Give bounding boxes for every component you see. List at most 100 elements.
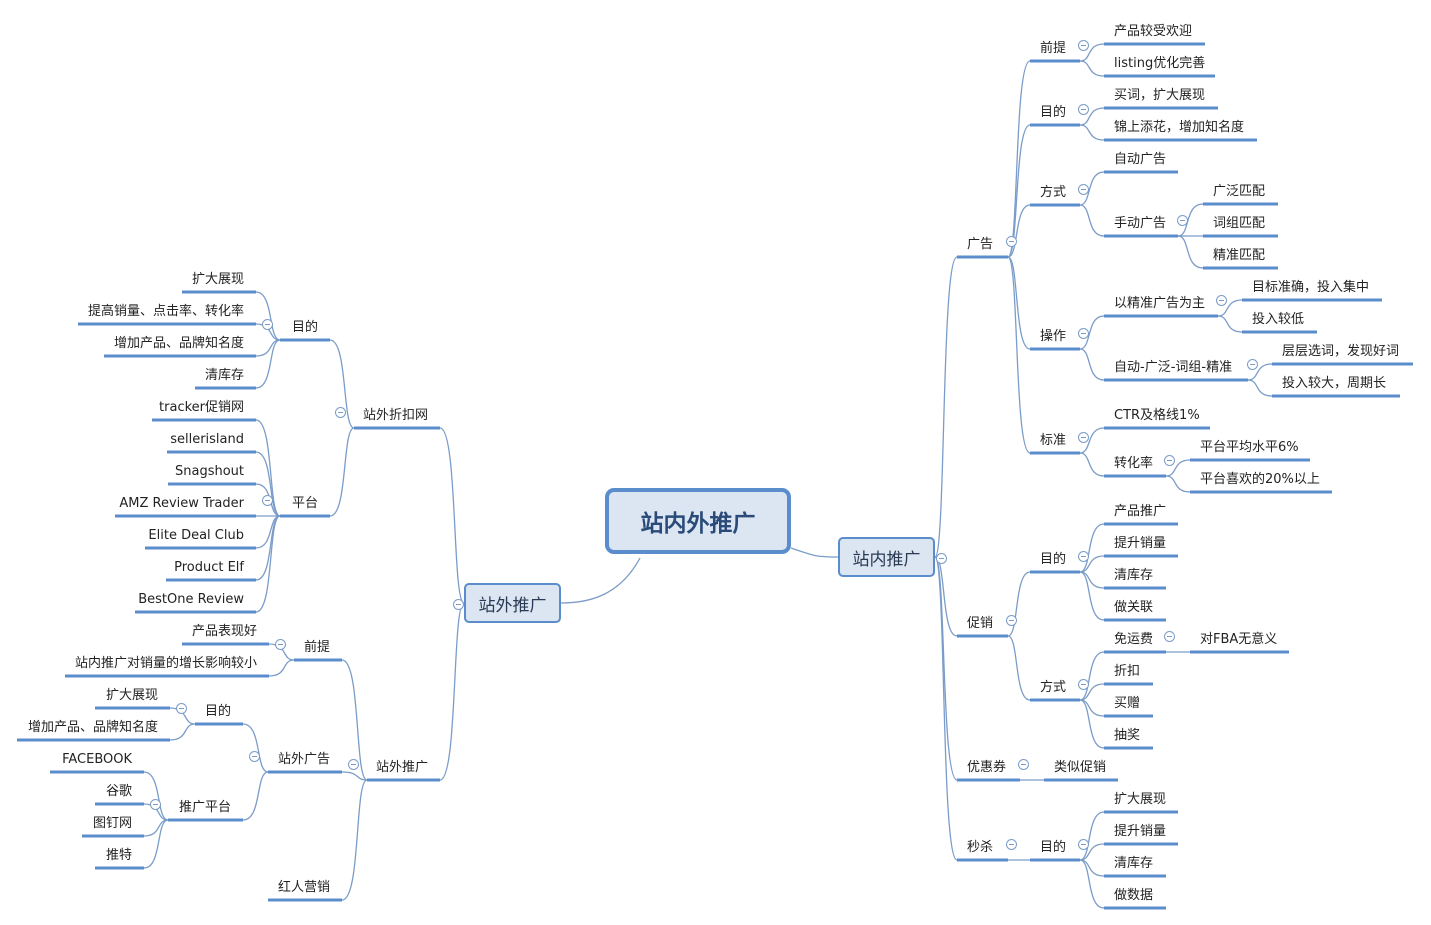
topic-label[interactable]: 扩大展现 [191,272,244,287]
topic-label[interactable]: FACEBOOK [62,752,132,767]
topic-label[interactable]: 推广平台 [178,800,231,815]
collapse-toggle-icon[interactable] [1078,679,1089,690]
topic-label[interactable]: 广告 [967,237,994,252]
root-node[interactable]: 站内外推广 [605,488,791,554]
topic-label[interactable]: 抽奖 [1114,728,1141,743]
collapse-toggle-icon[interactable] [1006,236,1017,247]
topic-label[interactable]: 类似促销 [1054,760,1107,775]
collapse-toggle-icon[interactable] [1078,328,1089,339]
topic-label[interactable]: 平台 [291,496,318,511]
topic-label[interactable]: 增加产品、品牌知名度 [113,336,244,351]
topic-label[interactable]: 前提 [1040,41,1067,56]
topic-label[interactable]: 清库存 [1114,568,1154,583]
topic-label[interactable]: 手动广告 [1114,216,1167,231]
collapse-toggle-icon[interactable] [262,495,273,506]
collapse-toggle-icon[interactable] [1177,215,1188,226]
topic-label[interactable]: 提高销量、点击率、转化率 [87,304,244,319]
topic-label[interactable]: Product Elf [174,560,244,575]
topic-label[interactable]: 自动广告 [1114,152,1167,167]
topic-label[interactable]: 扩大展现 [105,688,158,703]
topic-label[interactable]: 广泛匹配 [1213,184,1266,199]
topic-label[interactable]: 站内推广对销量的增长影响较小 [74,656,257,671]
collapse-toggle-icon[interactable] [348,759,359,770]
collapse-toggle-icon[interactable] [1078,40,1089,51]
topic-label[interactable]: listing优化完善 [1114,56,1206,71]
topic-label[interactable]: 买词，扩大展现 [1114,88,1206,103]
collapse-toggle-icon[interactable] [1078,839,1089,850]
main-node-onsite[interactable]: 站内推广 [838,537,935,577]
topic-label[interactable]: 锦上添花，增加知名度 [1114,120,1245,135]
topic-label[interactable]: 站外折扣网 [362,408,428,423]
topic-label[interactable]: 对FBA无意义 [1200,632,1278,647]
topic-label[interactable]: 平台平均水平6% [1200,440,1299,455]
collapse-toggle-icon[interactable] [1078,184,1089,195]
topic-label[interactable]: 做数据 [1114,888,1154,903]
topic-label[interactable]: 产品推广 [1114,504,1167,519]
topic-label[interactable]: 目的 [1040,840,1067,855]
collapse-toggle-icon[interactable] [150,799,161,810]
topic-label[interactable]: 转化率 [1114,456,1154,471]
topic-label[interactable]: Snagshout [174,464,244,479]
topic-label[interactable]: 词组匹配 [1213,216,1266,231]
topic-label[interactable]: 促销 [967,616,994,631]
collapse-toggle-icon[interactable] [1078,551,1089,562]
collapse-toggle-icon[interactable] [249,751,260,762]
collapse-toggle-icon[interactable] [275,639,286,650]
collapse-toggle-icon[interactable] [1247,359,1258,370]
topic-label[interactable]: 平台喜欢的20%以上 [1200,472,1320,487]
topic-label[interactable]: tracker促销网 [159,400,244,415]
topic-label[interactable]: 目的 [204,704,231,719]
topic-label[interactable]: 产品表现好 [191,624,257,639]
topic-label[interactable]: 目的 [1040,105,1067,120]
collapse-toggle-icon[interactable] [1216,295,1227,306]
topic-label[interactable]: 增加产品、品牌知名度 [27,720,158,735]
topic-label[interactable]: 免运费 [1114,632,1154,647]
collapse-toggle-icon[interactable] [453,599,464,610]
topic-label[interactable]: sellerisland [170,432,244,447]
topic-label[interactable]: AMZ Review Trader [119,496,244,511]
topic-label[interactable]: 投入较低 [1252,312,1305,327]
topic-label[interactable]: 推特 [105,848,132,863]
topic-label[interactable]: 买赠 [1114,696,1141,711]
topic-label[interactable]: 方式 [1040,185,1067,200]
topic-label[interactable]: 优惠券 [967,760,1007,775]
collapse-toggle-icon[interactable] [1164,455,1175,466]
topic-label[interactable]: 精准匹配 [1213,248,1266,263]
collapse-toggle-icon[interactable] [1018,759,1029,770]
collapse-toggle-icon[interactable] [1078,104,1089,115]
topic-label[interactable]: 提升销量 [1114,536,1167,551]
topic-label[interactable]: 图钉网 [92,816,132,831]
topic-label[interactable]: 产品较受欢迎 [1114,24,1193,39]
topic-label[interactable]: 自动-广泛-词组-精准 [1114,360,1233,375]
topic-label[interactable]: 清库存 [204,368,244,383]
topic-label[interactable]: BestOne Review [138,592,244,607]
topic-label[interactable]: CTR及格线1% [1114,408,1200,423]
topic-label[interactable]: 折扣 [1114,664,1141,679]
collapse-toggle-icon[interactable] [1078,432,1089,443]
topic-label[interactable]: 做关联 [1114,600,1154,615]
topic-label[interactable]: 前提 [303,640,330,655]
main-node-offsite[interactable]: 站外推广 [464,583,561,623]
collapse-toggle-icon[interactable] [1006,615,1017,626]
topic-label[interactable]: 红人营销 [277,880,330,895]
collapse-toggle-icon[interactable] [176,703,187,714]
topic-label[interactable]: 清库存 [1114,856,1154,871]
collapse-toggle-icon[interactable] [335,407,346,418]
topic-label[interactable]: Elite Deal Club [148,528,244,543]
topic-label[interactable]: 站外推广 [375,760,428,775]
collapse-toggle-icon[interactable] [1006,839,1017,850]
topic-label[interactable]: 目的 [1040,552,1067,567]
topic-label[interactable]: 层层选词，发现好词 [1282,344,1400,359]
topic-label[interactable]: 投入较大，周期长 [1282,376,1387,391]
topic-label[interactable]: 目标准确，投入集中 [1252,280,1370,295]
collapse-toggle-icon[interactable] [262,319,273,330]
topic-label[interactable]: 标准 [1040,433,1067,448]
topic-label[interactable]: 提升销量 [1114,824,1167,839]
collapse-toggle-icon[interactable] [1164,631,1175,642]
collapse-toggle-icon[interactable] [936,553,947,564]
topic-label[interactable]: 方式 [1040,680,1067,695]
topic-label[interactable]: 扩大展现 [1114,792,1167,807]
topic-label[interactable]: 操作 [1040,329,1067,344]
topic-label[interactable]: 目的 [291,320,318,335]
topic-label[interactable]: 秒杀 [967,840,994,855]
